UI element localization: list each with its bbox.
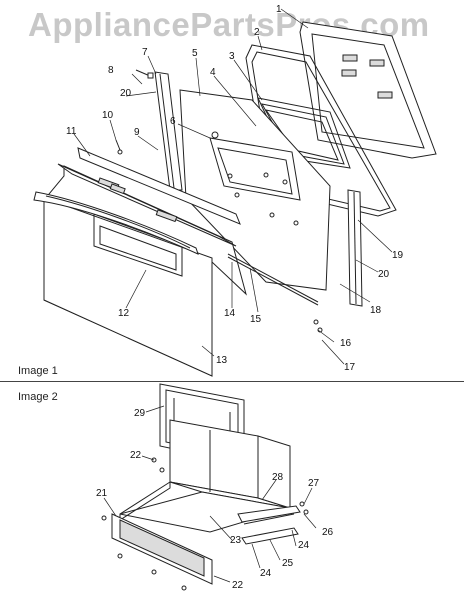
part-12-door-handle xyxy=(33,191,199,255)
callout-22-bottom: 22 xyxy=(232,580,244,591)
part-8-screw xyxy=(135,69,154,79)
callout-27: 27 xyxy=(308,478,320,489)
callout-8: 8 xyxy=(108,65,114,76)
part-25-drawer-slide xyxy=(237,505,301,545)
callout-15: 15 xyxy=(250,314,262,325)
part-2-door-gasket xyxy=(245,44,397,217)
callout-24-left: 24 xyxy=(260,568,272,579)
callout-3: 3 xyxy=(229,51,235,62)
callout-5: 5 xyxy=(192,48,198,59)
callout-24-right: 24 xyxy=(298,540,310,551)
callout-2: 2 xyxy=(254,27,260,38)
part-1-door-back-frame xyxy=(299,21,437,159)
callout-29: 29 xyxy=(134,408,146,419)
leader-lines-image-2 xyxy=(103,405,317,583)
image-2-label: Image 2 xyxy=(18,391,58,403)
section-divider xyxy=(0,381,464,382)
part-21-drawer-front xyxy=(111,513,213,585)
part-19-right-hinge xyxy=(347,189,363,307)
callout-20-left: 20 xyxy=(120,88,132,99)
callout-7: 7 xyxy=(142,47,148,58)
callout-21: 21 xyxy=(96,488,108,499)
callout-22-top: 22 xyxy=(130,450,142,461)
callout-6: 6 xyxy=(170,116,176,127)
callout-1: 1 xyxy=(276,4,282,15)
callout-16: 16 xyxy=(340,338,352,349)
part-10-screw xyxy=(115,139,123,155)
callout-14: 14 xyxy=(224,308,236,319)
part-11-door-top-trim xyxy=(77,147,241,225)
part-7-left-hinge xyxy=(154,71,183,191)
callout-28: 28 xyxy=(272,472,284,483)
callout-23: 23 xyxy=(230,535,242,546)
part-13-outer-door-panel xyxy=(43,163,247,377)
image-1-label: Image 1 xyxy=(18,365,58,377)
callout-9: 9 xyxy=(134,127,140,138)
callout-11: 11 xyxy=(66,126,77,137)
part-23-drawer-body xyxy=(119,419,291,533)
part-5-inner-door-panel xyxy=(179,89,331,291)
callout-10: 10 xyxy=(102,110,114,121)
callout-20-right: 20 xyxy=(378,269,390,280)
part-14-door-rod xyxy=(227,253,319,306)
callout-25: 25 xyxy=(282,558,294,569)
callout-26: 26 xyxy=(322,527,334,538)
callout-19: 19 xyxy=(392,250,404,261)
callout-13: 13 xyxy=(216,355,228,366)
callout-12: 12 xyxy=(118,308,130,319)
callout-17: 17 xyxy=(344,362,356,373)
callout-18: 18 xyxy=(370,305,382,316)
part-22-screws xyxy=(101,457,187,591)
leader-lines-image-1 xyxy=(73,8,393,365)
callout-4: 4 xyxy=(210,67,216,78)
